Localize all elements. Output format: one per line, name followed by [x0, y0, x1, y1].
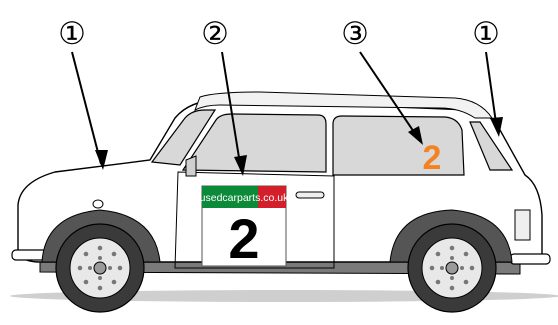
- wing-mirror: [186, 156, 196, 176]
- rear-wheel: [408, 224, 496, 312]
- rear-bumper: [510, 254, 550, 264]
- callout-2: ②: [201, 16, 229, 52]
- callout-1-front: ①: [58, 16, 86, 52]
- door-handle[interactable]: [296, 192, 324, 198]
- plate-number: 2: [228, 207, 259, 270]
- rear-side-window: [333, 116, 464, 175]
- rear-light: [515, 210, 530, 240]
- arrow-front-pillar: [72, 52, 101, 164]
- door-number-plate: usedcarparts.co.uk 2: [200, 186, 289, 270]
- window-number: 2: [423, 139, 442, 177]
- plate-brand-text: usedcarparts.co.uk: [200, 192, 289, 204]
- side-indicator: [93, 200, 103, 208]
- front-wheel: [56, 224, 144, 312]
- callout-3: ③: [341, 16, 369, 52]
- callout-1-rear: ①: [472, 16, 500, 52]
